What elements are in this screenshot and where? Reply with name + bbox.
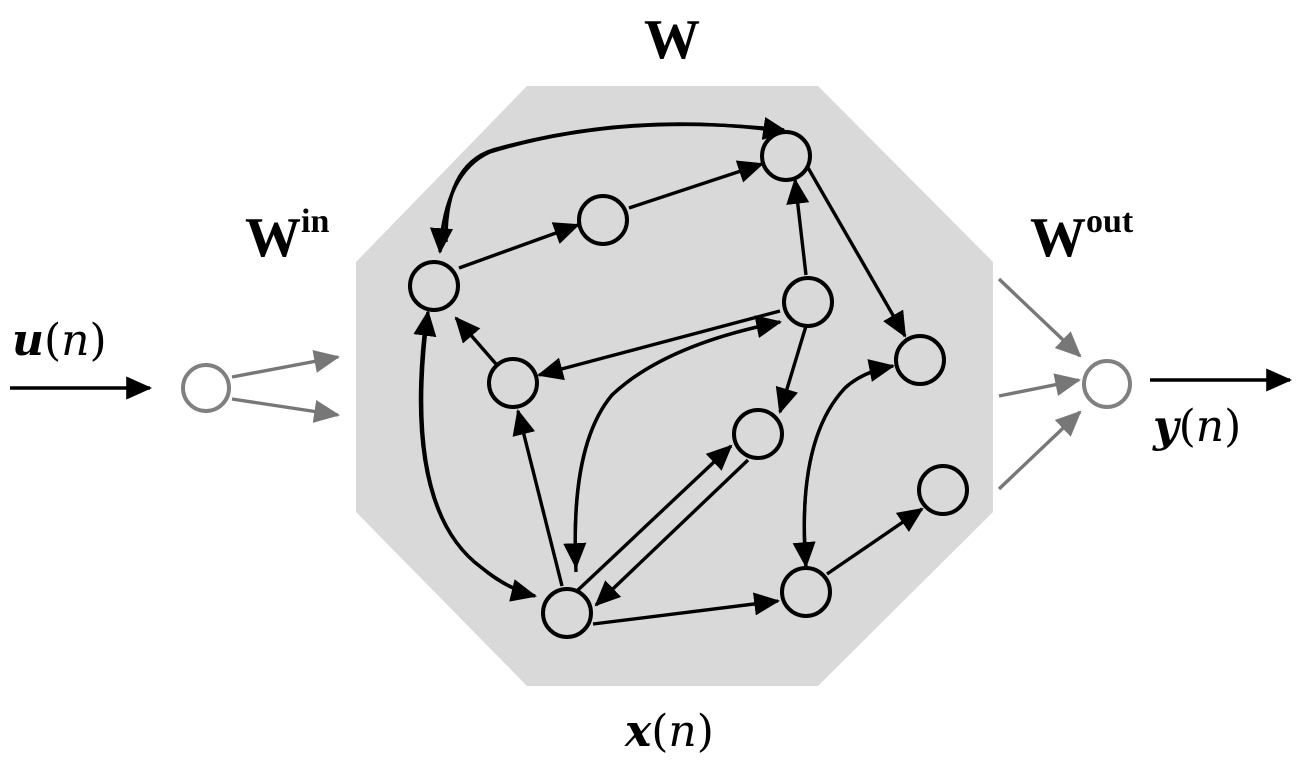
reservoir-state-label: x(n) — [624, 706, 714, 757]
edge-n6-n8 — [594, 458, 750, 607]
output-weight-arrow-1 — [997, 277, 1082, 358]
output-weight-arrow-3 — [997, 410, 1082, 491]
edge-n8-n6 — [576, 444, 733, 592]
reservoir-node-5 — [487, 357, 539, 409]
edge-n3-n7 — [805, 165, 907, 338]
reservoir-node-2 — [577, 194, 629, 246]
output-node — [1082, 359, 1132, 409]
edge-n5-n1 — [454, 316, 498, 366]
output-signal-label: y(n) — [1152, 401, 1241, 452]
edge-n2-n3 — [628, 160, 764, 210]
reservoir-node-1 — [408, 260, 460, 312]
reservoir-node-3 — [760, 130, 812, 182]
reservoir-weights-label: W — [644, 9, 700, 71]
reservoir-node-8 — [541, 587, 593, 639]
edge-n1-n8-arc — [413, 309, 536, 598]
edge-n4-n8-arc — [563, 320, 781, 570]
edge-n4-n3 — [786, 177, 810, 276]
edge-n1-n2 — [458, 222, 580, 270]
edge-n8-n9 — [592, 592, 781, 626]
reservoir-region — [356, 86, 993, 686]
input-weight-arrow-2 — [231, 397, 341, 423]
edge-n4-n5 — [537, 309, 781, 381]
edge-n9-n10 — [826, 507, 924, 576]
input-weight-arrow-1 — [231, 350, 341, 379]
output-weights-label: Wout — [1030, 203, 1134, 269]
input-node — [181, 363, 231, 413]
reservoir-node-7 — [894, 334, 946, 386]
reservoir-neurons — [408, 130, 969, 639]
input-weights-label: Win — [245, 203, 329, 269]
reservoir-node-9 — [780, 566, 832, 618]
edge-n3-n1-arc — [429, 122, 785, 255]
reservoir-node-10 — [917, 464, 969, 516]
output-weight-arrow-2 — [998, 373, 1082, 398]
edge-n7-n9-arc — [792, 364, 894, 569]
edge-n4-n6 — [775, 325, 808, 414]
reservoir-node-4 — [782, 276, 834, 328]
edge-n8-n5 — [512, 409, 564, 587]
input-signal-label: u(n) — [12, 315, 107, 366]
reservoir-connections — [413, 117, 924, 626]
reservoir-node-6 — [732, 408, 784, 460]
